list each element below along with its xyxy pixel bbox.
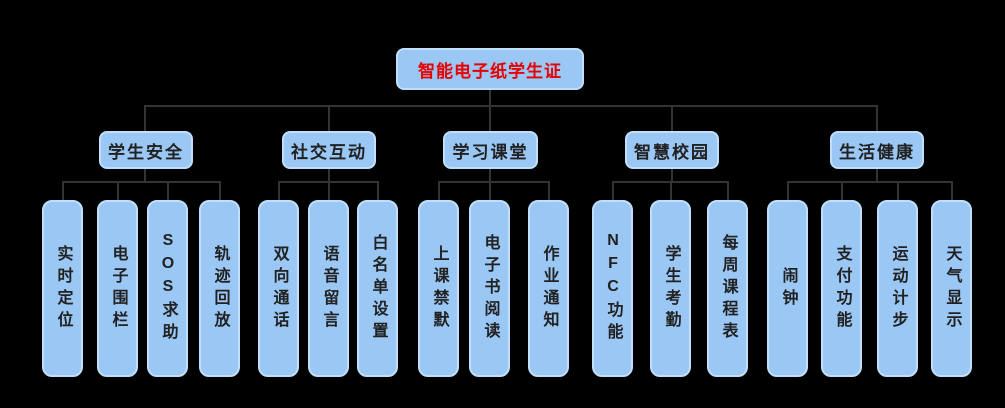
feature-node-track-playback: 轨迹回放 [199, 200, 240, 377]
feature-label: 闹钟 [779, 266, 797, 311]
feature-node-realtime-location: 实时定位 [42, 200, 83, 377]
category-node-social-interaction: 社交互动 [282, 131, 376, 169]
feature-node-weather-display: 天气显示 [931, 200, 972, 377]
feature-node-homework-notice: 作业通知 [528, 200, 569, 377]
connector-line [328, 181, 330, 200]
connector-line [377, 181, 379, 200]
connector-line [548, 181, 550, 200]
category-node-smart-campus: 智慧校园 [625, 131, 719, 169]
connector-line [897, 181, 899, 200]
connector-line [876, 168, 878, 182]
connector-line [144, 105, 146, 131]
connector-line [727, 181, 729, 200]
connector-line [328, 168, 330, 182]
feature-label: 天气显示 [943, 244, 961, 333]
connector-line [62, 181, 64, 200]
connector-line [117, 181, 119, 200]
feature-label: SOS求助 [159, 232, 177, 345]
feature-node-two-way-call: 双向通话 [258, 200, 299, 377]
connector-line [671, 105, 673, 131]
connector-line [144, 105, 878, 107]
category-label: 学习课堂 [452, 142, 529, 162]
feature-node-class-silence: 上课禁默 [418, 200, 459, 377]
connector-line [489, 105, 491, 131]
feature-label: 电子围栏 [109, 244, 127, 333]
feature-node-ebook-reading: 电子书阅读 [469, 200, 510, 377]
root-node-smart-epaper-student-card: 智能电子纸学生证 [396, 48, 584, 90]
connector-line [328, 105, 330, 131]
category-label: 学生安全 [108, 142, 184, 162]
feature-label: 上课禁默 [430, 244, 448, 333]
connector-line [671, 168, 673, 182]
feature-node-payment-function: 支付功能 [821, 200, 862, 377]
feature-node-nfc-function: NFC功能 [592, 200, 633, 377]
category-label: 智慧校园 [634, 142, 710, 162]
connector-line [612, 181, 614, 200]
feature-label: 语音留言 [320, 244, 338, 333]
feature-label: 作业通知 [540, 244, 558, 333]
feature-label: 轨迹回放 [211, 244, 229, 333]
feature-label: 电子书阅读 [481, 233, 499, 344]
connector-line [489, 168, 491, 182]
connector-line [167, 181, 169, 200]
connector-line [787, 181, 953, 183]
feature-node-alarm-clock: 闹钟 [767, 200, 808, 377]
feature-node-whitelist-settings: 白名单设置 [357, 200, 398, 377]
feature-label: 白名单设置 [369, 233, 387, 344]
connector-line [489, 181, 491, 200]
category-label: 社交互动 [291, 142, 367, 162]
feature-label: 学生考勤 [662, 244, 680, 333]
feature-node-weekly-schedule: 每周课程表 [707, 200, 748, 377]
feature-label: NFC功能 [604, 232, 622, 345]
feature-label: 支付功能 [833, 244, 851, 333]
connector-line [438, 181, 550, 183]
connector-line [438, 181, 440, 200]
feature-label: 运动计步 [889, 244, 907, 333]
category-node-learning-classroom: 学习课堂 [443, 131, 538, 169]
connector-line [951, 181, 953, 200]
connector-line [787, 181, 789, 200]
feature-label: 每周课程表 [719, 233, 737, 344]
connector-line [489, 89, 491, 107]
root-node-label: 智能电子纸学生证 [418, 61, 562, 81]
connector-line [841, 181, 843, 200]
feature-node-step-counter: 运动计步 [877, 200, 918, 377]
connector-line [278, 181, 280, 200]
connector-line [62, 181, 221, 183]
feature-node-electronic-fence: 电子围栏 [97, 200, 138, 377]
feature-node-sos-help: SOS求助 [147, 200, 188, 377]
feature-node-voice-message: 语音留言 [308, 200, 349, 377]
feature-label: 双向通话 [270, 244, 288, 333]
connector-line [219, 181, 221, 200]
feature-label: 实时定位 [54, 244, 72, 333]
connector-line [144, 168, 146, 182]
category-node-life-health: 生活健康 [830, 131, 924, 169]
connector-line [876, 105, 878, 131]
feature-node-student-attendance: 学生考勤 [650, 200, 691, 377]
connector-line [670, 181, 672, 200]
category-label: 生活健康 [839, 142, 915, 162]
category-node-student-safety: 学生安全 [99, 131, 193, 169]
